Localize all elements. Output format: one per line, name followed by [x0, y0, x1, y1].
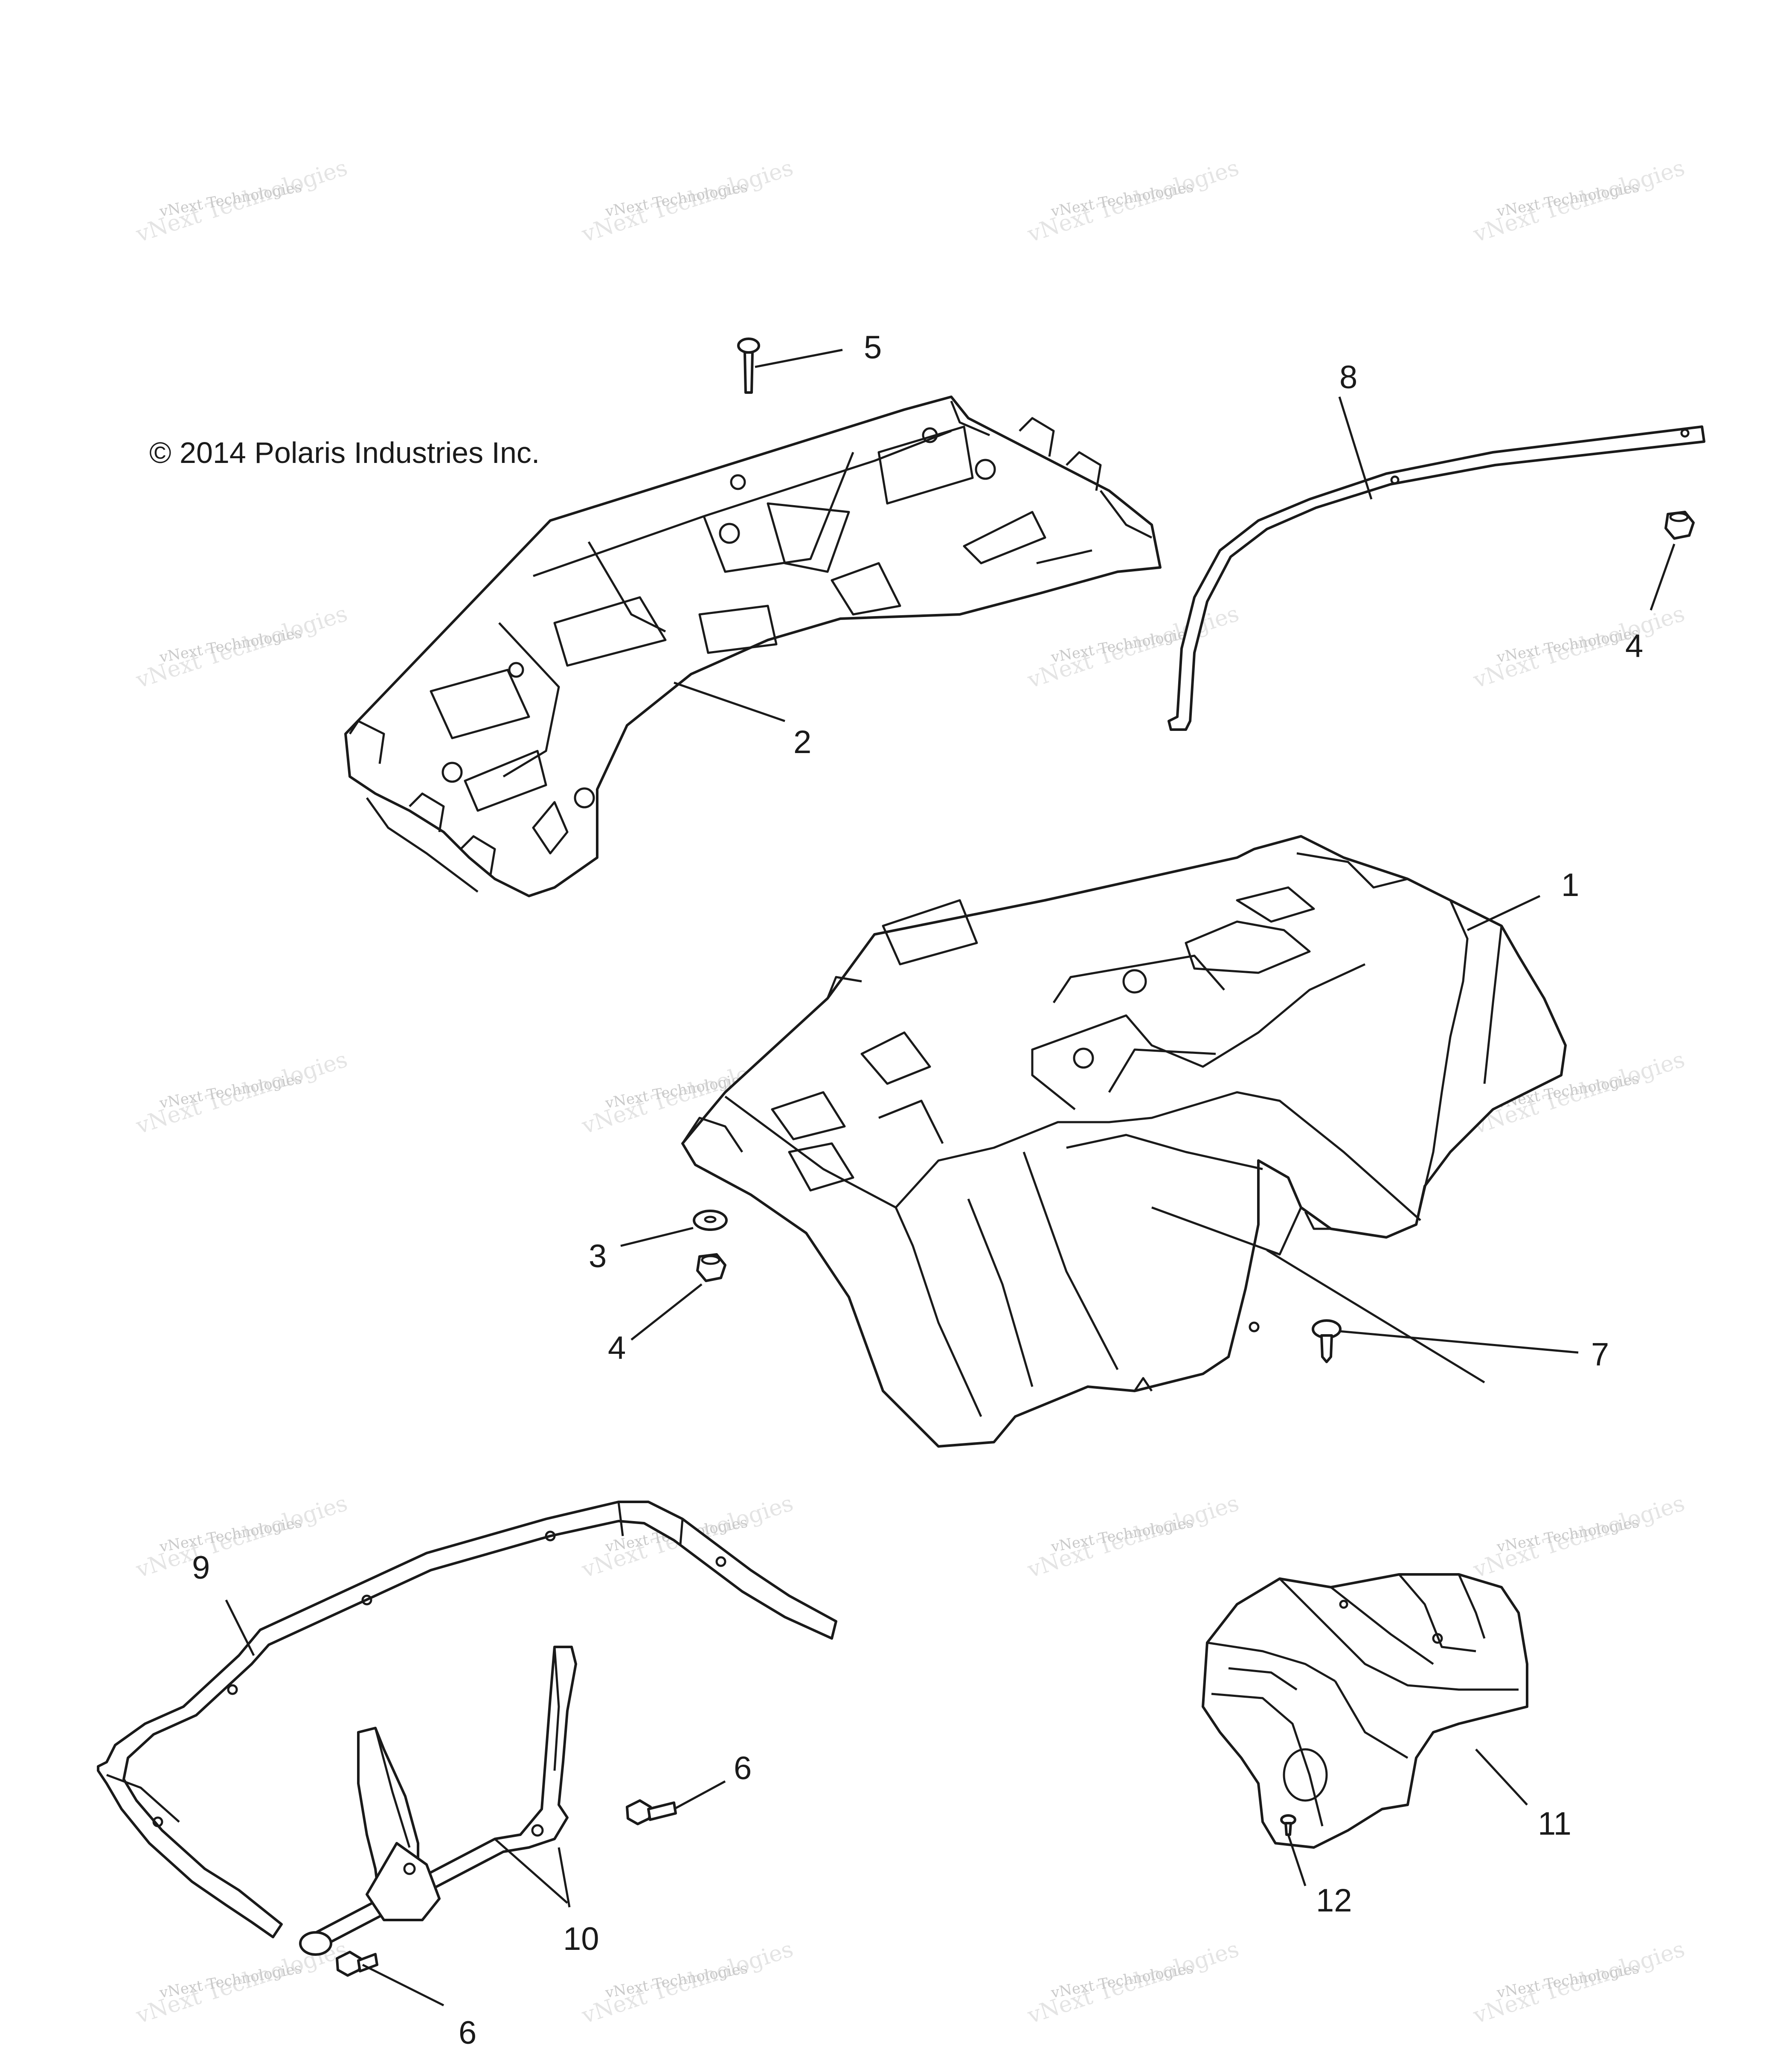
part-8-rack-bar: [1168, 425, 1705, 731]
callout-6-upper: 6: [734, 1750, 752, 1786]
copyright-notice: © 2014 Polaris Industries Inc.: [149, 436, 540, 469]
part-4-nut-lower: [696, 1253, 726, 1282]
part-3-washer: [693, 1210, 728, 1231]
callout-5: 5: [864, 329, 882, 366]
part-11-guard: [1202, 1573, 1528, 1849]
callout-1: 1: [1561, 867, 1579, 903]
callout-4-upper: 4: [1625, 628, 1643, 664]
callout-7: 7: [1591, 1336, 1609, 1373]
part-6-bolt-upper: [626, 1799, 677, 1825]
part-4-nut-upper: [1664, 511, 1695, 540]
callout-2: 2: [793, 724, 811, 760]
part-9-rail: [97, 1501, 837, 1938]
part-5-screw: [737, 337, 760, 394]
callout-4-lower: 4: [608, 1330, 626, 1366]
part-12-screw: [1280, 1814, 1296, 1836]
callout-6-lower: 6: [459, 2015, 476, 2048]
callout-12: 12: [1316, 1882, 1352, 1919]
callout-8: 8: [1339, 359, 1357, 396]
part-1-rear-fender: [681, 835, 1567, 1448]
leader-lines: [225, 349, 1676, 2007]
callout-11: 11: [1538, 1806, 1571, 1842]
callout-labels: 1 2 3 4 4 5 6 6 7 8 9 10 11 12: [192, 329, 1643, 2048]
part-7-push-rivet: [1312, 1319, 1342, 1363]
callout-3: 3: [589, 1238, 607, 1274]
part-2-rack-panel: [344, 396, 1162, 897]
callout-9: 9: [192, 1550, 210, 1586]
part-6-bolt-lower: [336, 1951, 378, 1977]
part-10-bracket: [299, 1646, 577, 1956]
callout-10: 10: [563, 1921, 599, 1957]
